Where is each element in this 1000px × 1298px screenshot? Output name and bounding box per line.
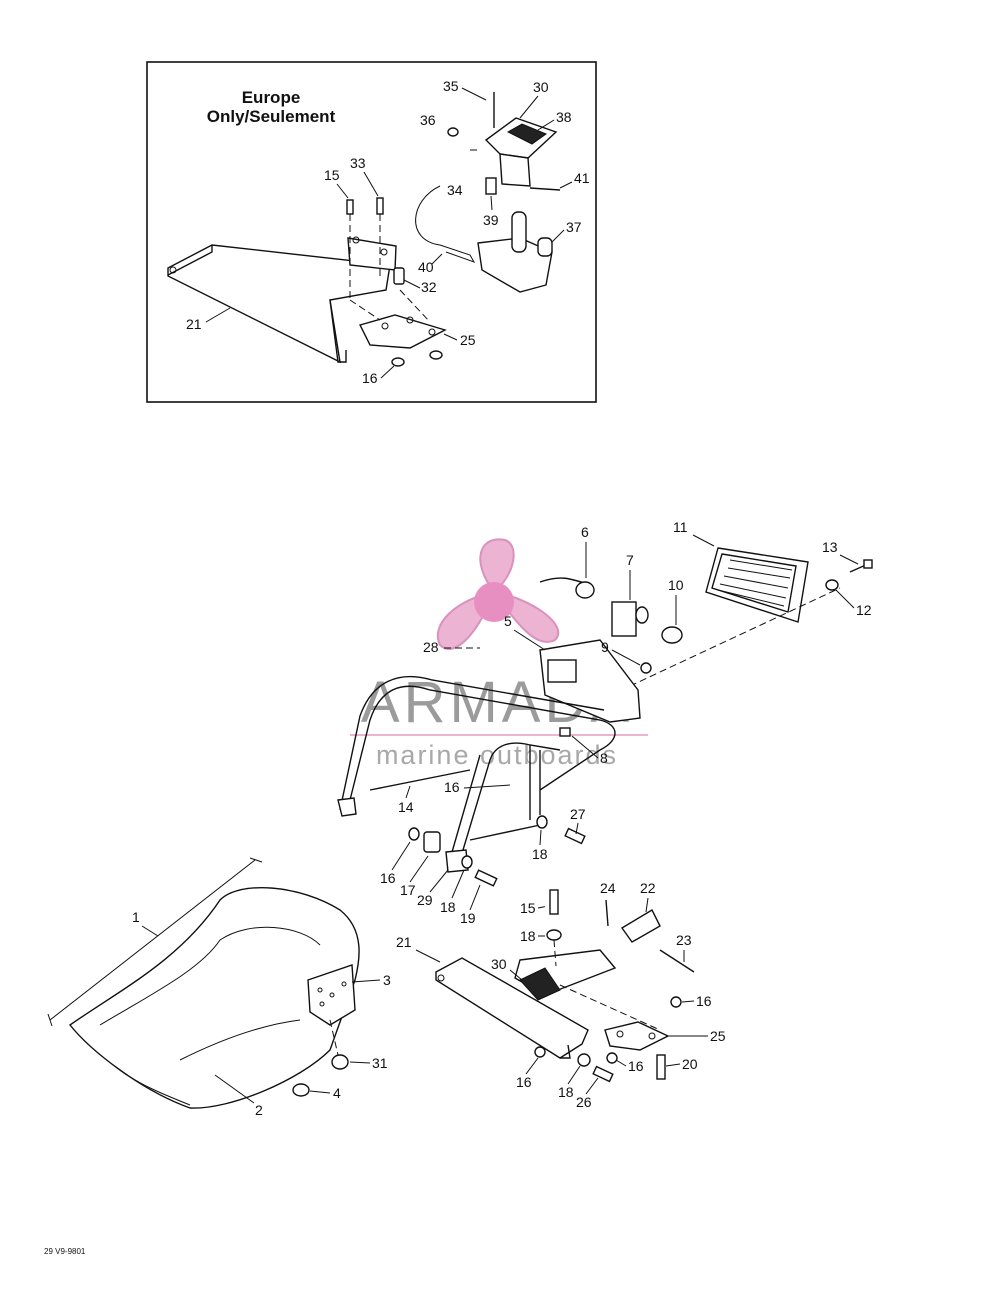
taillight-housing-part: [539, 639, 641, 723]
callout-13: 13: [822, 539, 838, 555]
inset-callout-38: 38: [556, 109, 572, 125]
inset-title-line2: Only/Seulement: [207, 107, 336, 126]
callout-16b: 16: [380, 870, 396, 886]
inset-callout-32: 32: [421, 279, 437, 295]
inset-callout-30: 30: [533, 79, 549, 95]
callout-15: 15: [520, 900, 536, 916]
callout-12: 12: [856, 602, 872, 618]
lower-bracket-part: [534, 984, 682, 1083]
callout-4: 4: [333, 1085, 341, 1101]
callout-25: 25: [710, 1028, 726, 1044]
callout-29: 29: [417, 892, 433, 908]
callout-26: 26: [576, 1094, 592, 1110]
document-code: 29 V9-9801: [44, 1247, 86, 1256]
inset-callout-37: 37: [566, 219, 582, 235]
callout-10: 10: [668, 577, 684, 593]
callout-17: 17: [400, 882, 416, 898]
inset-callout-15: 15: [324, 167, 340, 183]
europe-only-inset: Europe Only/Seulement: [146, 61, 597, 403]
callout-19: 19: [460, 910, 476, 926]
inset-switch-assembly-part: [415, 92, 561, 293]
seat-plate-part: [435, 949, 617, 1059]
callout-21: 21: [396, 934, 412, 950]
callout-16e: 16: [516, 1074, 532, 1090]
inset-callout-39: 39: [483, 212, 499, 228]
main-assembly: 6 11 13 7 10 12 5 9 28 8 14 16 27 18 16 …: [47, 519, 873, 1118]
callout-18b: 18: [440, 899, 456, 915]
callout-5: 5: [504, 613, 512, 629]
callout-23: 23: [676, 932, 692, 948]
callout-22: 22: [640, 880, 656, 896]
callout-18a: 18: [532, 846, 548, 862]
bulb-socket-part: [539, 577, 841, 701]
callout-18c: 18: [520, 928, 536, 944]
callout-6: 6: [581, 524, 589, 540]
callout-16a: 16: [444, 779, 460, 795]
seat-cushion-part: [47, 857, 360, 1109]
inset-title-line1: Europe: [242, 88, 301, 107]
armada-watermark: ARMADA marine outboards: [350, 538, 648, 770]
callout-18d: 18: [558, 1084, 574, 1100]
inset-callout-41: 41: [574, 170, 590, 186]
inset-callout-25: 25: [460, 332, 476, 348]
callout-28: 28: [423, 639, 439, 655]
inset-callout-21: 21: [186, 316, 202, 332]
callout-16d: 16: [628, 1058, 644, 1074]
callout-7: 7: [626, 552, 634, 568]
propeller-logo-icon: [437, 538, 560, 650]
callout-3: 3: [383, 972, 391, 988]
watermark-tagline: marine outboards: [376, 740, 618, 770]
callout-24: 24: [600, 880, 616, 896]
callout-14: 14: [398, 799, 414, 815]
seat-latch-hardware-part: [546, 889, 695, 973]
inset-lower-bracket-part: [349, 289, 447, 367]
callout-8: 8: [600, 750, 608, 766]
inset-callout-36: 36: [420, 112, 436, 128]
callout-30: 30: [491, 956, 507, 972]
rear-grab-frame-part: [337, 676, 616, 873]
callout-20: 20: [682, 1056, 698, 1072]
inset-callout-35: 35: [443, 78, 459, 94]
frame-hardware-part: [408, 727, 586, 887]
callout-2: 2: [255, 1102, 263, 1118]
inset-bracket-plate-part: [167, 236, 397, 364]
inset-frame: [146, 61, 597, 403]
inset-callout-34: 34: [447, 182, 463, 198]
inset-callout-40: 40: [418, 259, 434, 275]
callout-11: 11: [673, 519, 688, 535]
inset-callout-33: 33: [350, 155, 366, 171]
callout-9: 9: [601, 639, 609, 655]
callout-16c: 16: [696, 993, 712, 1009]
callout-1: 1: [132, 909, 140, 925]
inset-screws-part: [346, 197, 405, 300]
taillight-lens-part: [705, 547, 873, 623]
callout-27: 27: [570, 806, 586, 822]
callout-31: 31: [372, 1055, 388, 1071]
inset-callout-16: 16: [362, 370, 378, 386]
